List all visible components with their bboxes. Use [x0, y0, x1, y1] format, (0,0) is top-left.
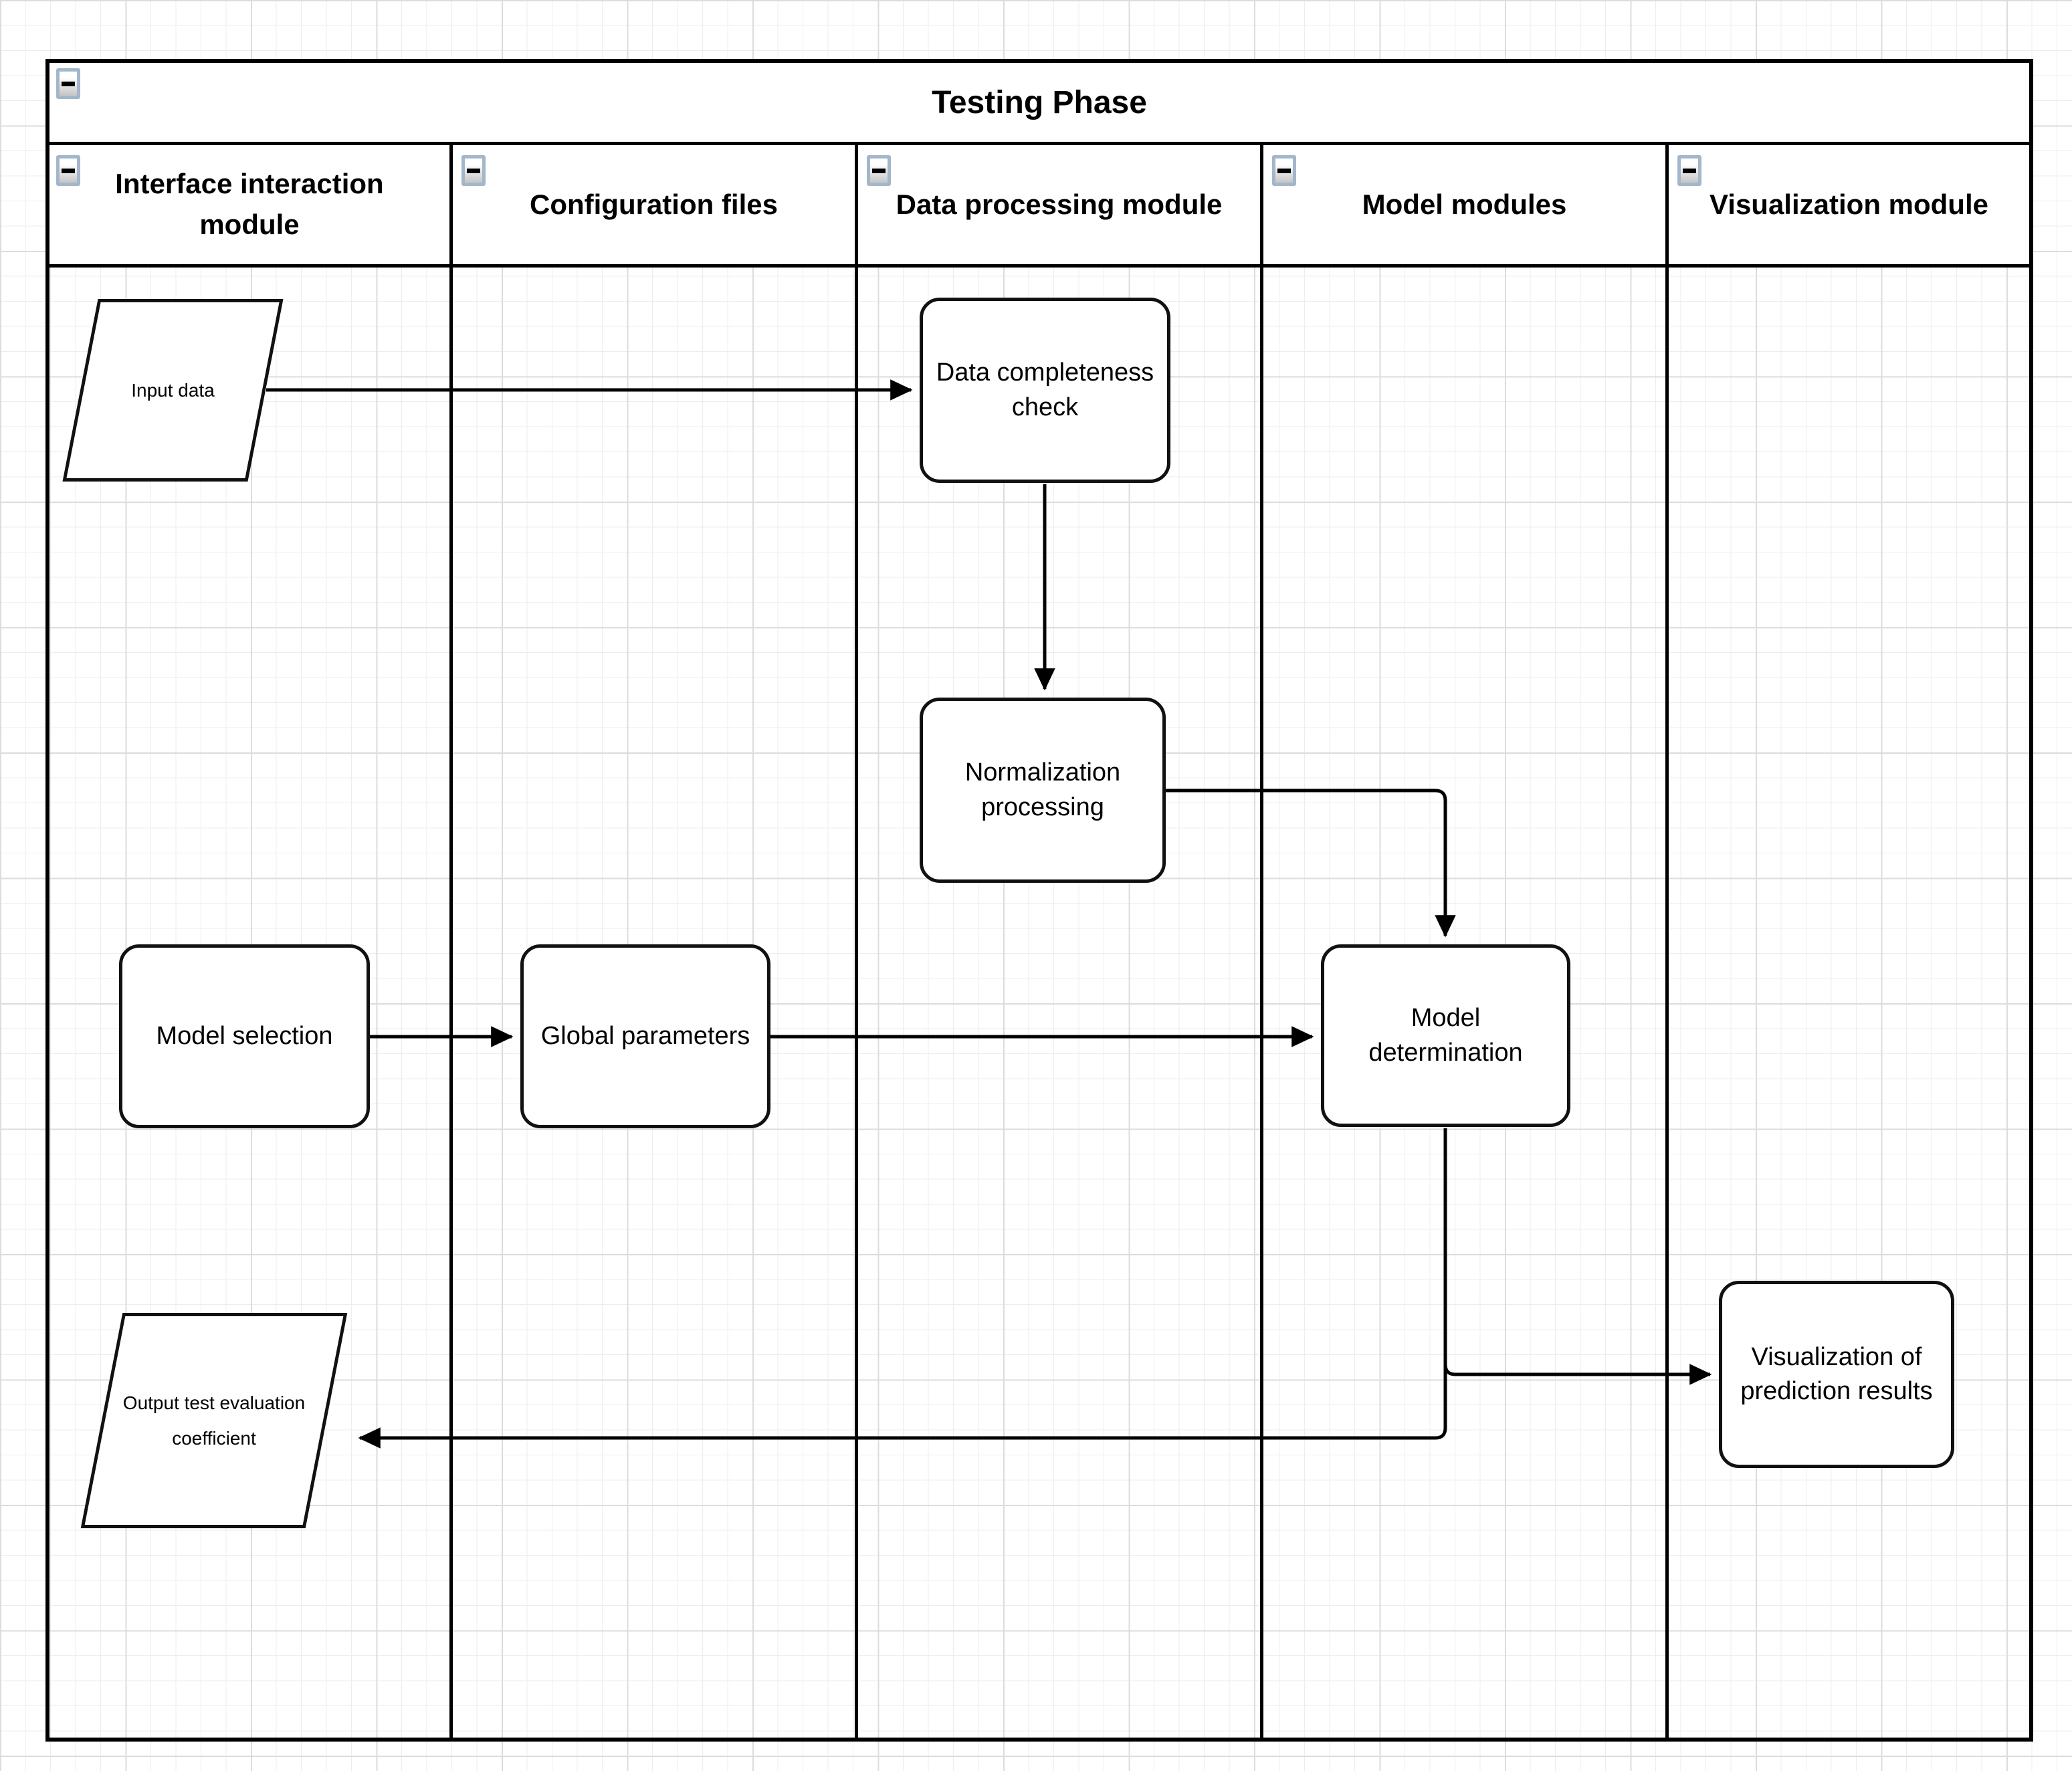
collapse-minus-icon-lane5[interactable]: [1677, 155, 1701, 186]
node-input-data[interactable]: Input data: [60, 299, 286, 482]
minus-bar: [1277, 168, 1291, 173]
node-label: Global parameters: [540, 1021, 750, 1050]
collapse-minus-icon-lane4[interactable]: [1272, 155, 1296, 186]
edge-model-determination-to-output-test-evaluation-coefficient[interactable]: [358, 1128, 1447, 1449]
node-label: Input data: [131, 379, 215, 401]
node-data-completeness-check[interactable]: Data completeness check: [920, 298, 1170, 483]
lane-label: Configuration files: [530, 188, 778, 220]
node-visualization-of-prediction-results[interactable]: Visualization of prediction results: [1719, 1281, 1954, 1468]
minus-bar: [467, 168, 480, 173]
minus-bar: [62, 81, 75, 86]
pool-title: Testing Phase: [932, 84, 1147, 120]
node-label: Output test evaluation coefficient: [122, 1392, 306, 1449]
minus-bar: [1683, 168, 1696, 173]
lane-header-configuration-files[interactable]: Configuration files: [453, 145, 855, 264]
edge-normalization-processing-to-model-determination[interactable]: [1166, 789, 1456, 938]
collapse-minus-icon-lane2[interactable]: [461, 155, 486, 186]
node-global-parameters[interactable]: Global parameters: [520, 944, 770, 1128]
node-output-test-evaluation-coefficient[interactable]: Output test evaluation coefficient: [80, 1313, 348, 1528]
node-model-selection[interactable]: Model selection: [119, 944, 370, 1128]
lane-header-data-processing-module[interactable]: Data processing module: [858, 145, 1260, 264]
lane-label: Visualization module: [1710, 188, 1988, 220]
lane-header-visualization-module[interactable]: Visualization module: [1669, 145, 2029, 264]
collapse-minus-icon-lane3[interactable]: [867, 155, 891, 186]
lane-header-model-modules[interactable]: Model modules: [1263, 145, 1665, 264]
lane-separator-2: [855, 145, 858, 1738]
node-label: Data completeness check: [936, 358, 1154, 421]
lane-header-interface-interaction-module[interactable]: Interface interaction module: [49, 145, 449, 264]
node-normalization-processing[interactable]: Normalization processing: [920, 698, 1166, 883]
lane-separator-4: [1665, 145, 1669, 1738]
collapse-minus-icon-pool[interactable]: [56, 68, 80, 99]
node-label: Model selection: [156, 1021, 333, 1050]
lane-separator-1: [449, 145, 453, 1738]
node-label: Model determination: [1368, 1004, 1523, 1067]
node-model-determination[interactable]: Model determination: [1321, 944, 1570, 1127]
collapse-minus-icon-lane1[interactable]: [56, 155, 80, 186]
pool-testing-phase[interactable]: [45, 59, 2033, 1742]
lane-label: Interface interaction module: [115, 168, 384, 240]
minus-bar: [872, 168, 886, 173]
lane-label: Model modules: [1362, 188, 1567, 220]
node-label: Visualization of prediction results: [1740, 1342, 1933, 1405]
minus-bar: [62, 168, 75, 173]
pool-title-row[interactable]: Testing Phase: [49, 63, 2029, 145]
lane-label: Data processing module: [896, 188, 1223, 220]
lane-separator-3: [1260, 145, 1263, 1738]
node-label: Normalization processing: [964, 758, 1121, 821]
